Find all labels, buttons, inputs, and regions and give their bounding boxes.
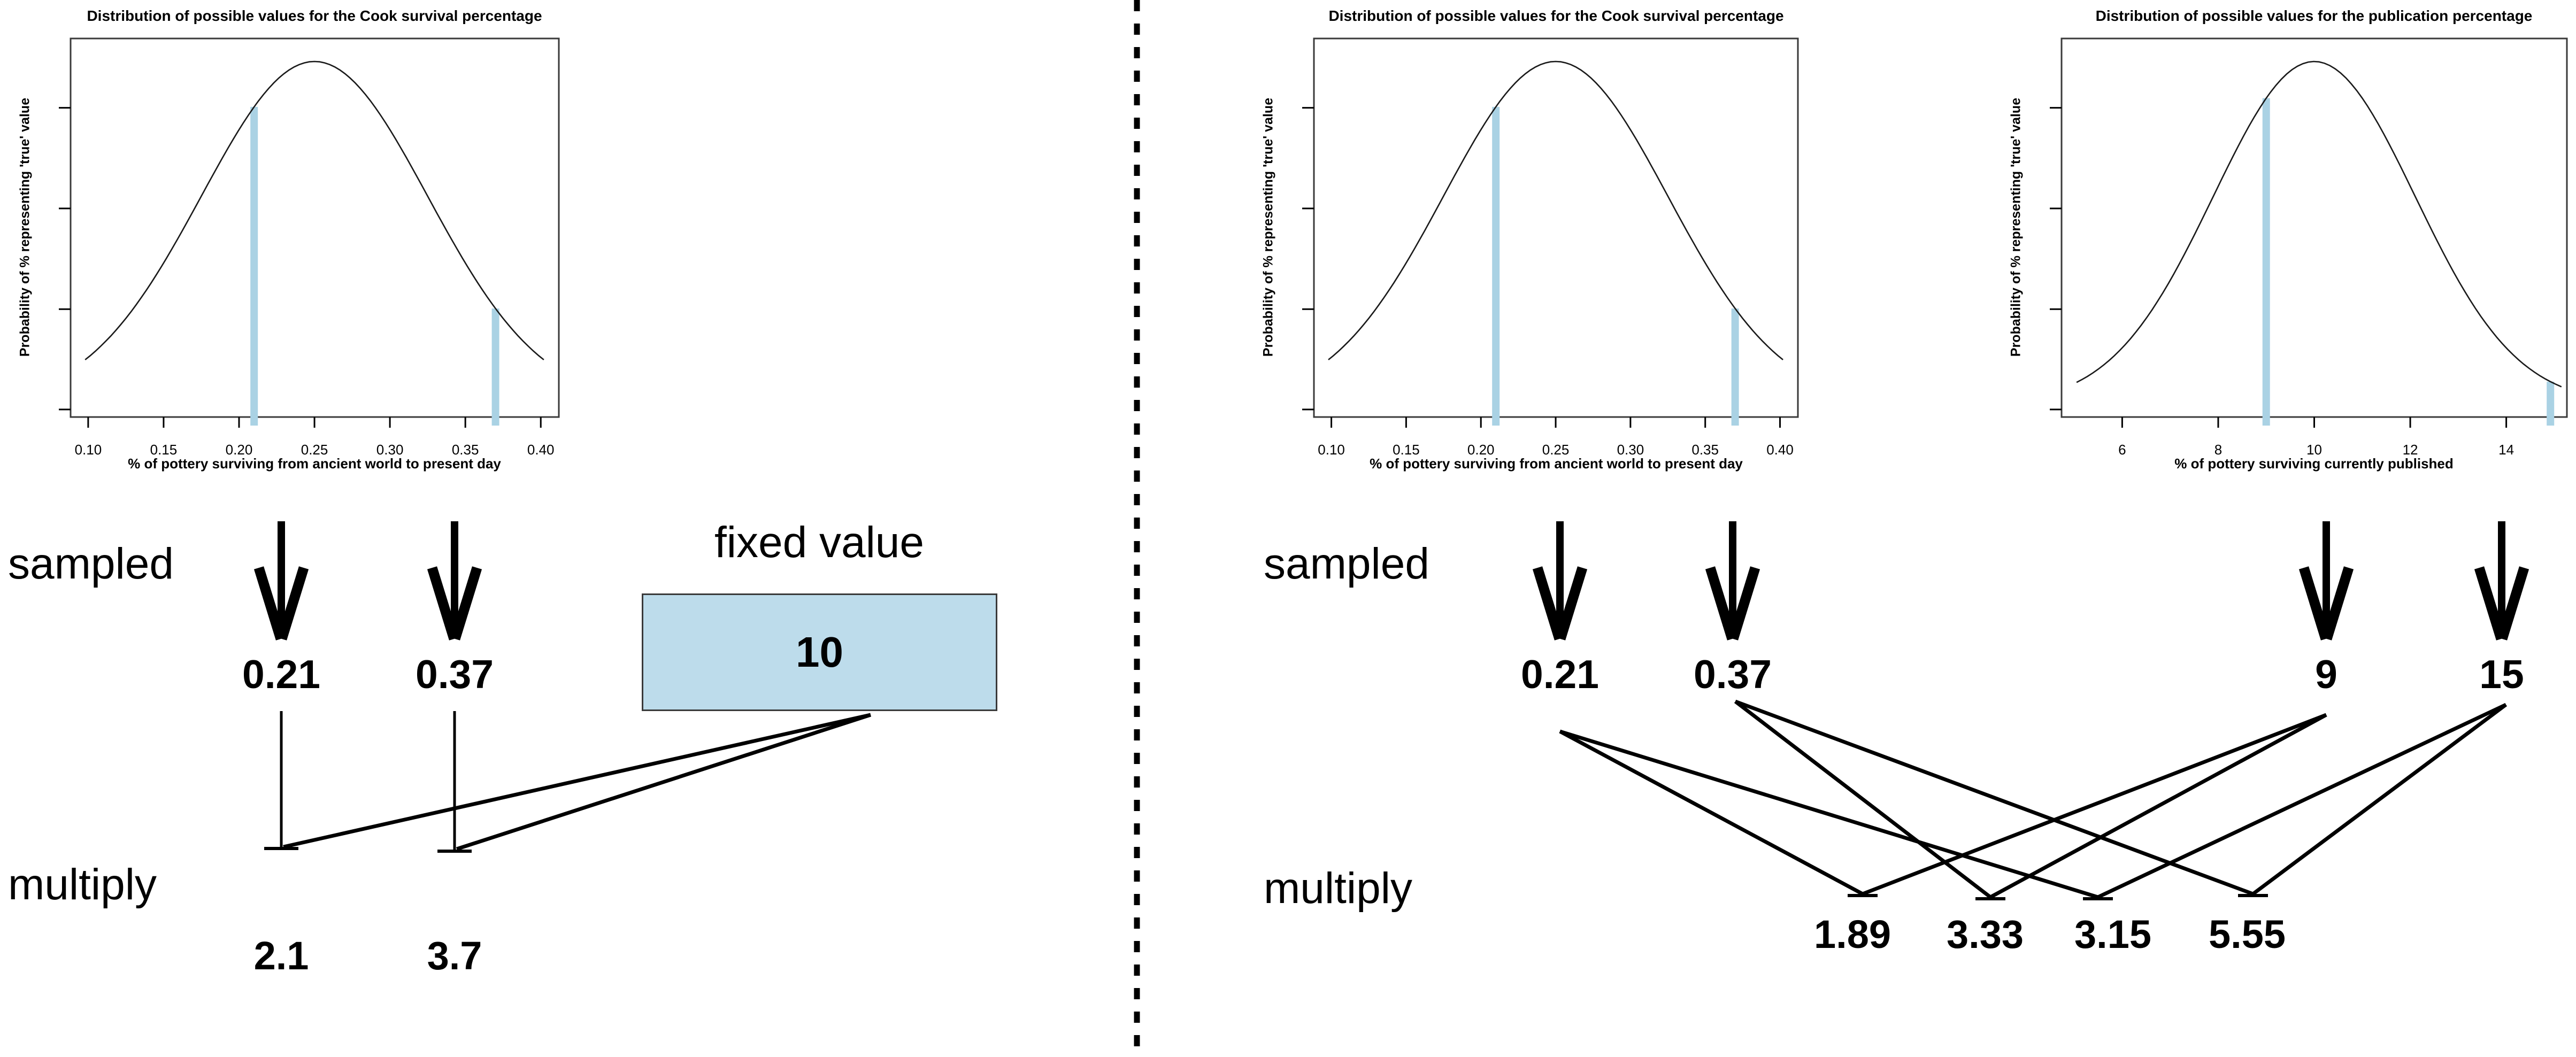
right-connector-line-8 xyxy=(2251,703,2508,896)
left-result-value-1: 2.1 xyxy=(253,933,309,978)
plot3-x-tick-label: 10 xyxy=(2306,442,2322,458)
right-result-value-4: 5.55 xyxy=(2208,912,2286,956)
plot2-x-tick-label: 0.25 xyxy=(1542,442,1570,458)
plot1-x-tick-label: 0.15 xyxy=(150,442,178,458)
plot3-x-tick-label: 8 xyxy=(2214,442,2222,458)
plot1-x-tick-label: 0.40 xyxy=(527,442,555,458)
plot3-x-tick-label: 14 xyxy=(2498,442,2514,458)
right-connector-line-3 xyxy=(1734,700,1992,899)
plot2-x-tick-label: 0.15 xyxy=(1393,442,1420,458)
plot1-x-axis-label: % of pottery surviving from ancient worl… xyxy=(128,456,501,472)
right-connector-line-4 xyxy=(1734,699,2254,896)
left-sampled-value-1: 0.21 xyxy=(242,652,320,697)
plot1-x-tick-label: 0.20 xyxy=(226,442,253,458)
left-result-value-2: 3.7 xyxy=(427,933,482,978)
right-multiply-label: multiply xyxy=(1264,864,1412,913)
plot2-y-axis-label: Probability of % representing 'true' val… xyxy=(1260,97,1276,357)
sampled-down-arrow-icon xyxy=(1532,566,1565,641)
sampled-down-arrow-icon xyxy=(253,566,286,641)
plot1-y-axis-label: Probability of % representing 'true' val… xyxy=(17,97,33,357)
plot2-x-axis-label: % of pottery surviving from ancient worl… xyxy=(1370,456,1743,472)
fixed-value-box: 10 xyxy=(642,593,997,711)
plot3-title: Distribution of possible values for the … xyxy=(2095,7,2533,24)
plot3-x-axis-label: % of pottery surviving currently publish… xyxy=(2174,456,2454,472)
plot2-x-tick-label: 0.20 xyxy=(1467,442,1495,458)
right-connector-line-5 xyxy=(1862,713,2327,896)
right-sampled-value-2: 0.37 xyxy=(1694,652,1772,697)
sampled-down-arrow-icon xyxy=(450,566,482,641)
left-multiply-label: multiply xyxy=(8,860,157,909)
plot2-x-tick-label: 0.40 xyxy=(1766,442,1794,458)
left-sampled-value-2: 0.37 xyxy=(416,652,494,697)
plot1-x-tick-label: 0.30 xyxy=(376,442,404,458)
plot3-x-tick-label: 12 xyxy=(2403,442,2418,458)
plot3-frame xyxy=(2060,37,2568,418)
fixed-value-number: 10 xyxy=(796,628,843,676)
right-sampled-value-3: 9 xyxy=(2315,652,2337,697)
plot2-density-curve xyxy=(1328,60,1783,360)
right-result-value-3: 3.15 xyxy=(2074,912,2152,956)
plot1-frame xyxy=(70,37,560,418)
sampled-down-arrow-icon xyxy=(2497,566,2529,641)
right-connector-line-7 xyxy=(2097,703,2507,899)
left-connector-from-fixed-box-1 xyxy=(283,713,871,849)
plot1-x-tick-label: 0.35 xyxy=(452,442,479,458)
plot3-y-axis-label: Probability of % representing 'true' val… xyxy=(2008,97,2024,357)
plot1-density-curve xyxy=(84,60,544,360)
plot2-x-tick-label: 0.10 xyxy=(1318,442,1345,458)
sampled-down-arrow-icon xyxy=(1728,566,1760,641)
right-result-value-2: 3.33 xyxy=(1946,912,2024,956)
sampled-down-arrow-icon xyxy=(2298,566,2331,641)
sampled-down-arrow-icon xyxy=(276,566,309,641)
right-connector-line-2 xyxy=(1559,729,2099,899)
right-connector-line-1 xyxy=(1559,729,1864,896)
plot3-x-tick-label: 6 xyxy=(2118,442,2126,458)
plot2-x-tick-label: 0.30 xyxy=(1617,442,1644,458)
right-result-value-1: 1.89 xyxy=(1813,912,1891,956)
plot3-density-curve xyxy=(2076,60,2562,388)
plot1-title: Distribution of possible values for the … xyxy=(87,7,542,24)
sampled-down-arrow-icon xyxy=(1705,566,1737,641)
plot1-x-tick-label: 0.25 xyxy=(301,442,328,458)
sampled-down-arrow-icon xyxy=(2321,566,2354,641)
plot2-frame xyxy=(1313,37,1799,418)
right-sampled-label: sampled xyxy=(1264,539,1429,588)
right-sampled-value-1: 0.21 xyxy=(1521,652,1599,697)
sampled-down-arrow-icon xyxy=(2474,566,2506,641)
left-sampled-label: sampled xyxy=(8,539,174,588)
right-connector-line-6 xyxy=(1989,713,2327,899)
sampled-down-arrow-icon xyxy=(427,566,459,641)
plot1-x-tick-label: 0.10 xyxy=(75,442,102,458)
sampled-down-arrow-icon xyxy=(1555,566,1588,641)
right-sampled-value-4: 15 xyxy=(2479,652,2524,697)
plot2-x-tick-label: 0.35 xyxy=(1691,442,1719,458)
left-connector-from-fixed-box-2 xyxy=(456,713,872,851)
plot2-title: Distribution of possible values for the … xyxy=(1328,7,1784,24)
fixed-value-label: fixed value xyxy=(714,518,925,567)
